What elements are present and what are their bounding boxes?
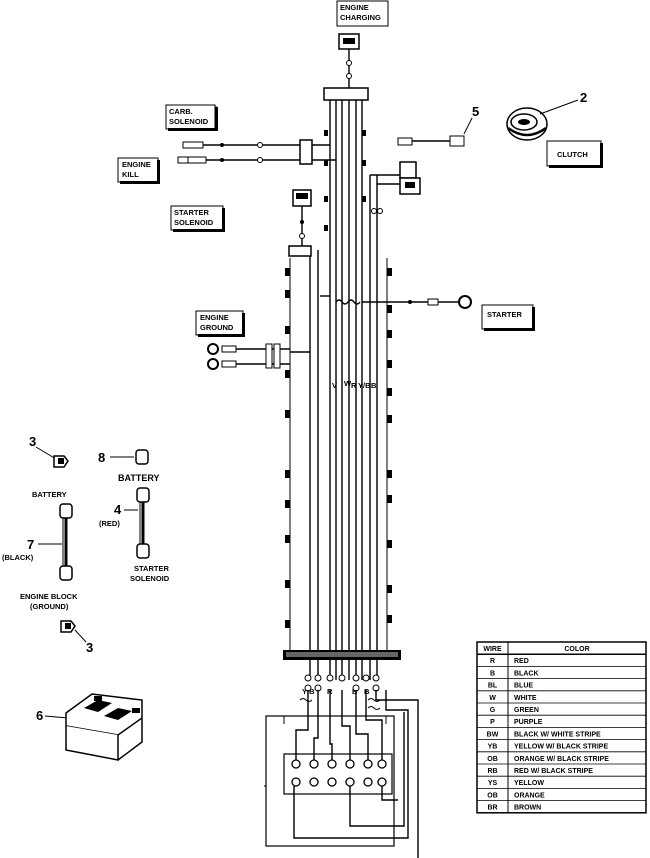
svg-text:CLUTCH: CLUTCH	[557, 150, 588, 159]
svg-text:6: 6	[36, 708, 43, 723]
engine-kill-label: ENGINE KILL	[117, 157, 160, 184]
table-cell-color: YELLOW W/ BLACK STRIPE	[514, 744, 608, 751]
carb-solenoid-lead	[182, 141, 310, 149]
svg-text:BATTERY: BATTERY	[118, 473, 160, 483]
table-cell-wire: R	[490, 658, 495, 665]
svg-text:CARB.: CARB.	[169, 107, 193, 116]
svg-text:STARTER: STARTER	[487, 310, 522, 319]
svg-text:STARTER: STARTER	[174, 208, 209, 217]
svg-text:ENGINE: ENGINE	[340, 3, 369, 12]
table-cell-wire: BR	[487, 805, 497, 812]
clip-part-bottom	[60, 620, 87, 643]
table-cell-color: YELLOW	[514, 780, 544, 787]
svg-text:B: B	[364, 687, 370, 696]
table-cell-wire: BW	[487, 731, 499, 738]
red-cable-4	[124, 487, 150, 559]
starter-solenoid-label: STARTER SOLENOID	[170, 205, 225, 232]
switch-connector	[370, 161, 421, 214]
svg-text:B: B	[371, 381, 377, 390]
svg-text:V: V	[332, 381, 337, 390]
table-cell-color: WHITE	[514, 695, 537, 702]
table-cell-color: ORANGE	[514, 792, 545, 799]
table-cell-wire: G	[490, 707, 496, 714]
clip-part-top	[35, 446, 69, 468]
starter-label: STARTER	[481, 304, 535, 331]
battery-terminal-8	[110, 449, 149, 465]
table-header-wire: WIRE	[483, 646, 502, 653]
charging-connector	[338, 33, 360, 88]
parts-text: BATTERY BATTERY (RED) (BLACK) ENGINE BLO…	[2, 473, 170, 611]
svg-text:ENGINE: ENGINE	[122, 160, 151, 169]
svg-text:5: 5	[472, 104, 479, 119]
svg-text:R: R	[351, 381, 357, 390]
svg-text:SOLENOID: SOLENOID	[130, 574, 170, 583]
svg-text:2: 2	[580, 90, 587, 105]
svg-text:4: 4	[114, 502, 122, 517]
svg-text:ENGINE BLOCK: ENGINE BLOCK	[20, 592, 78, 601]
plug-5-lead	[397, 117, 473, 147]
svg-text:B: B	[352, 687, 358, 696]
table-cell-wire: W	[489, 695, 496, 702]
table-cell-wire: B	[490, 670, 495, 677]
svg-text:3: 3	[29, 434, 36, 449]
table-cell-wire: YS	[488, 780, 498, 787]
table-cell-color: RED W/ BLACK STRIPE	[514, 768, 593, 775]
battery-part	[44, 693, 143, 761]
table-cell-color: PURPLE	[514, 719, 543, 726]
main-harness	[283, 100, 401, 680]
carb-solenoid-label: CARB. SOLENOID	[165, 104, 218, 131]
svg-text:W: W	[344, 379, 352, 388]
lower-connectors	[299, 674, 381, 710]
table-cell-wire: OB	[487, 792, 498, 799]
svg-text:7: 7	[27, 537, 34, 552]
svg-text:8: 8	[98, 450, 105, 465]
table-cell-wire: YB	[488, 744, 498, 751]
wire-color-table: WIRE COLOR R RED B BLACK BL BLUE W WHITE G GREEN P PU…	[476, 641, 647, 814]
svg-text:KILL: KILL	[122, 170, 139, 179]
table-cell-wire: P	[490, 719, 495, 726]
engine-ground-leads	[207, 343, 310, 370]
table-cell-wire: BL	[488, 683, 498, 690]
svg-text:3: 3	[86, 640, 93, 655]
table-cell-color: BLACK	[514, 670, 539, 677]
carb-kill-connector	[299, 139, 336, 165]
table-cell-color: BLUE	[514, 683, 533, 690]
svg-text:BATTERY: BATTERY	[32, 490, 67, 499]
harness-top-plug	[323, 87, 369, 101]
engine-ground-label: ENGINE GROUND	[195, 310, 245, 337]
table-cell-wire: RB	[487, 768, 497, 775]
svg-text:GROUND: GROUND	[200, 323, 234, 332]
svg-text:(GROUND): (GROUND)	[30, 602, 69, 611]
clutch-part	[506, 99, 579, 141]
starter-lead	[320, 295, 472, 309]
black-cable-7	[38, 503, 73, 581]
engine-charging-label: ENGINE CHARGING	[336, 0, 389, 27]
table-cell-color: RED	[514, 658, 529, 665]
callout-numbers: 2 5 3 3 8 4 7 6	[27, 90, 587, 723]
svg-text:(BLACK): (BLACK)	[2, 553, 34, 562]
table-cell-color: BLACK W/ WHITE STRIPE	[514, 731, 601, 738]
svg-text:Y/B: Y/B	[358, 381, 371, 390]
starter-solenoid-connector	[288, 189, 312, 257]
wire-tags: V W R Y/B B Y/B R B B	[302, 379, 377, 696]
svg-text:(RED): (RED)	[99, 519, 120, 528]
table-header-color: COLOR	[564, 646, 589, 653]
table-cell-color: BROWN	[514, 805, 541, 812]
ignition-switch-block	[264, 690, 419, 858]
svg-text:SOLENOID: SOLENOID	[174, 218, 214, 227]
svg-text:ENGINE: ENGINE	[200, 313, 229, 322]
engine-kill-lead	[177, 156, 310, 164]
svg-text:CHARGING: CHARGING	[340, 13, 381, 22]
svg-text:STARTER: STARTER	[134, 564, 169, 573]
table-cell-color: GREEN	[514, 707, 539, 714]
svg-text:SOLENOID: SOLENOID	[169, 117, 209, 126]
clutch-label: CLUTCH	[546, 140, 603, 168]
table-cell-wire: OB	[487, 756, 498, 763]
table-cell-color: ORANGE W/ BLACK STRIPE	[514, 756, 609, 763]
